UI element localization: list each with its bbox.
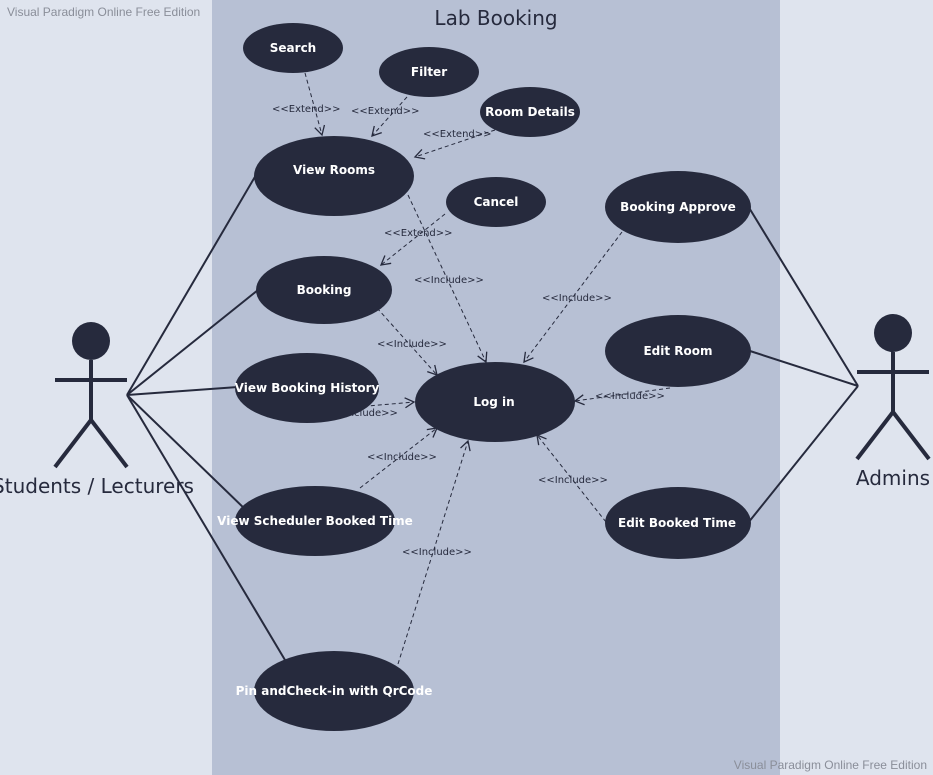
stick-figure-icon — [855, 314, 931, 461]
usecase-booking-label: Booking — [297, 283, 352, 297]
usecase-room-details[interactable]: Room Details — [480, 87, 580, 137]
usecase-view-scheduler-label: View Scheduler Booked Time — [217, 514, 413, 528]
include-booking-arrow — [376, 307, 438, 376]
student-associations — [126, 174, 286, 661]
usecase-login-label: Log in — [473, 395, 514, 409]
usecase-edit-room[interactable]: Edit Room — [605, 315, 751, 387]
include-label-pin: <<Include>> — [402, 547, 472, 558]
admin-associations — [747, 205, 859, 524]
usecase-search-label: Search — [270, 41, 316, 55]
include-view-rooms-arrow — [407, 194, 488, 364]
usecase-filter-label: Filter — [411, 65, 447, 79]
usecase-login[interactable]: Log in — [415, 362, 575, 442]
extend-filter-arrow — [371, 96, 408, 137]
include-label-booking: <<Include>> — [377, 339, 447, 350]
extend-label-filter: <<Extend>> — [351, 106, 420, 117]
actor-admins-label: Admins — [856, 466, 930, 490]
usecase-edit-booked-time[interactable]: Edit Booked Time — [605, 487, 751, 559]
extend-room-details-arrow — [413, 129, 496, 160]
extend-search-arrow — [304, 72, 326, 137]
include-scheduler-arrow — [359, 427, 439, 489]
usecase-pin-checkin[interactable]: Pin andCheck-in with QrCode — [236, 651, 433, 731]
assoc-edit-booked-time — [747, 385, 859, 524]
include-booking-approve-arrow — [523, 231, 623, 364]
include-label-edit-booked-time: <<Include>> — [538, 475, 608, 486]
include-label-view-rooms: <<Include>> — [414, 275, 484, 286]
stick-figure-icon — [53, 322, 129, 469]
usecase-view-scheduler[interactable]: View Scheduler Booked Time — [217, 486, 413, 556]
usecase-edit-room-label: Edit Room — [643, 344, 712, 358]
actor-students-label: Students / Lecturers — [0, 474, 194, 498]
actor-admins[interactable]: Admins — [855, 314, 931, 490]
assoc-view-booking-history — [126, 386, 239, 396]
assoc-booking-approve — [747, 205, 859, 387]
watermark-top: Visual Paradigm Online Free Edition — [7, 5, 201, 19]
usecase-room-details-label: Room Details — [485, 105, 575, 119]
usecase-filter[interactable]: Filter — [379, 47, 479, 97]
usecase-view-rooms-label: View Rooms — [293, 163, 375, 177]
system-title: Lab Booking — [434, 6, 558, 30]
usecase-booking[interactable]: Booking — [256, 256, 392, 324]
usecase-view-booking-history-label: View Booking History — [235, 381, 380, 395]
usecase-cancel-label: Cancel — [474, 195, 519, 209]
dependencies — [304, 72, 671, 665]
assoc-view-rooms — [126, 174, 257, 396]
usecase-pin-checkin-label: Pin andCheck-in with QrCode — [236, 684, 433, 698]
include-edit-booked-time-arrow — [536, 433, 607, 523]
extend-label-cancel: <<Extend>> — [384, 228, 453, 239]
usecase-booking-approve-label: Booking Approve — [620, 200, 736, 214]
usecase-cancel[interactable]: Cancel — [446, 177, 546, 227]
extend-cancel-arrow — [379, 213, 446, 266]
assoc-edit-room — [749, 350, 859, 387]
include-label-booking-approve: <<Include>> — [542, 293, 612, 304]
relation-labels: <<Extend>> <<Extend>> <<Extend>> <<Exten… — [272, 104, 665, 558]
include-edit-room-arrow — [573, 387, 671, 406]
extend-label-room-details: <<Extend>> — [423, 129, 492, 140]
include-pin-arrow — [397, 439, 471, 665]
assoc-booking — [126, 289, 259, 396]
actor-students[interactable]: Students / Lecturers — [0, 322, 194, 498]
usecase-search[interactable]: Search — [243, 23, 343, 73]
include-label-edit-room: <<Include>> — [595, 391, 665, 402]
include-label-history: <<Include>> — [328, 408, 398, 419]
use-cases: Search Filter Room Details View Rooms Ca… — [217, 23, 751, 731]
usecase-view-rooms[interactable]: View Rooms — [254, 136, 414, 216]
include-label-scheduler: <<Include>> — [367, 452, 437, 463]
usecase-booking-approve[interactable]: Booking Approve — [605, 171, 751, 243]
usecase-edit-booked-time-label: Edit Booked Time — [618, 516, 736, 530]
extend-label-search: <<Extend>> — [272, 104, 341, 115]
assoc-pin-checkin — [126, 394, 286, 661]
assoc-view-scheduler — [126, 394, 249, 513]
watermark-bottom: Visual Paradigm Online Free Edition — [733, 758, 927, 772]
usecase-view-booking-history[interactable]: View Booking History — [235, 353, 380, 423]
